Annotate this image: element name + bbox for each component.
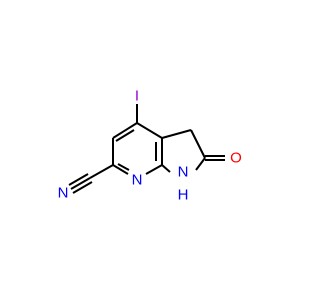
nh-nitrogen-label: N bbox=[178, 164, 189, 181]
nitrile-nitrogen-label: N bbox=[58, 185, 69, 202]
bond-c4-c5 bbox=[112, 122, 138, 139]
molecule-diagram: I O N N H N bbox=[58, 86, 242, 204]
bond-n7-c7a bbox=[145, 164, 163, 175]
bond-nitrile-1 bbox=[70, 177, 91, 190]
bond-nitrile-3 bbox=[68, 173, 89, 186]
bond-c6-n7 bbox=[112, 164, 129, 175]
ring-nitrogen-label: N bbox=[132, 172, 143, 189]
atom-labels: I O N N H N bbox=[58, 86, 242, 204]
oxygen-label: O bbox=[230, 150, 242, 167]
nh-hydrogen-label: H bbox=[178, 187, 189, 204]
bond-c6-n7-inner bbox=[117, 163, 130, 171]
bond-c3-c2 bbox=[190, 129, 206, 159]
bond-c4-c5-inner bbox=[115, 129, 135, 142]
iodine-label: I bbox=[135, 88, 139, 105]
iodine-label-bg bbox=[126, 86, 148, 104]
bond-c3a-c3 bbox=[161, 129, 192, 139]
bond-n1-c7a bbox=[161, 164, 171, 173]
bonds bbox=[68, 104, 225, 194]
bond-c4-c3a bbox=[136, 122, 163, 139]
bond-c2-n1 bbox=[195, 157, 206, 171]
structure-canvas: I O N N H N bbox=[58, 86, 242, 204]
bond-c6-cn bbox=[89, 164, 114, 179]
bond-nitrile-2 bbox=[72, 181, 93, 194]
